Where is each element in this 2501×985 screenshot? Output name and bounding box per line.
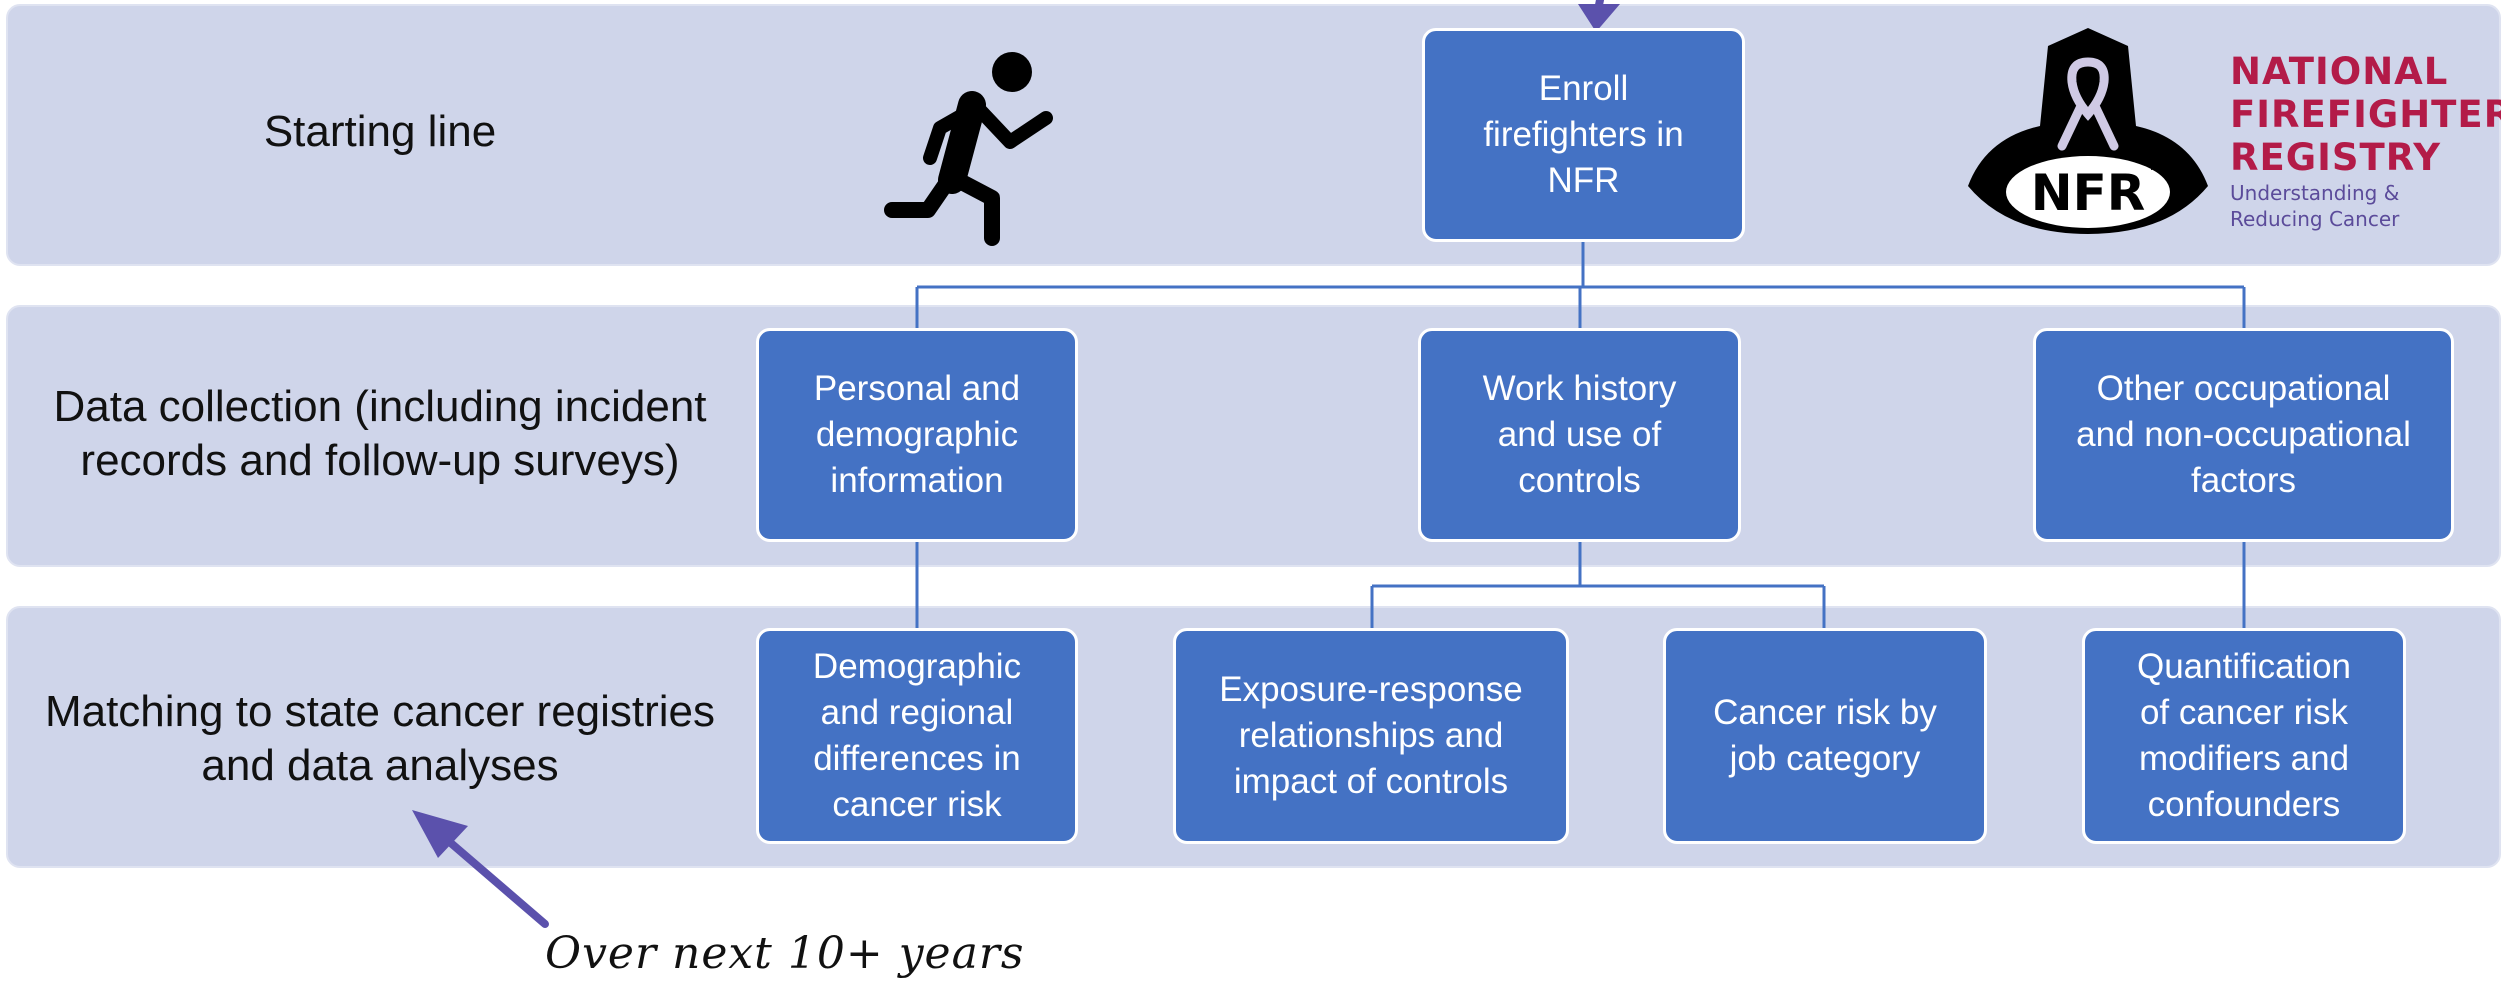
arrow-into-enroll bbox=[1578, 0, 1620, 32]
starting-line-label: Starting line bbox=[263, 107, 497, 156]
matching-label: Matching to state cancer registries and … bbox=[44, 687, 716, 790]
firefighter-helmet-icon: NFR TM bbox=[1968, 28, 2208, 234]
nfr-emblem-text: NFR bbox=[2031, 164, 2146, 222]
connector-work-analyses bbox=[1370, 540, 1826, 630]
running-person-icon bbox=[884, 52, 1053, 246]
arrow-to-matching-label bbox=[412, 810, 549, 928]
logo-title: NATIONAL FIREFIGHTER REGISTRY bbox=[2230, 50, 2501, 179]
trademark-mark: TM bbox=[2147, 159, 2166, 173]
awareness-ribbon-icon bbox=[2057, 57, 2119, 151]
data-collection-label: Data collection (including incident reco… bbox=[53, 382, 707, 485]
connector-enroll-row bbox=[915, 240, 2246, 330]
logo-subtitle: Understanding & Reducing Cancer bbox=[2230, 181, 2400, 231]
timeline-annotation: Over next 10+ years bbox=[545, 928, 1025, 979]
